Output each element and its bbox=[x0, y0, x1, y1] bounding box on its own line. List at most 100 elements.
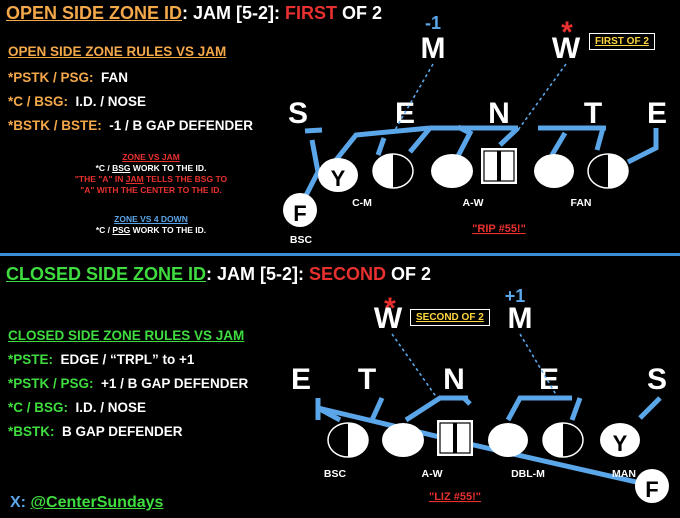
top-block bbox=[375, 137, 387, 156]
top-block bbox=[549, 131, 568, 157]
bottom-center-square bbox=[437, 420, 473, 456]
top-block bbox=[453, 124, 474, 162]
second-of-2-box: SECOND OF 2 bbox=[410, 309, 490, 326]
social-handle-link[interactable]: @CenterSundays bbox=[30, 494, 164, 511]
note-text: TELLS THE BSG TO bbox=[143, 174, 228, 184]
note-text: WORK TO THE ID. bbox=[130, 163, 207, 173]
rule-text: FAN bbox=[101, 70, 129, 85]
bottom-title-order: SECOND bbox=[309, 264, 387, 284]
top-assign-fan: FAN bbox=[571, 197, 592, 209]
top-guard-left bbox=[431, 154, 473, 188]
bottom-y-circle bbox=[600, 423, 640, 457]
zone-vs-jam-note: ZONE VS JAM *C / BSG WORK TO THE ID. "TH… bbox=[26, 152, 276, 196]
bottom-def-n: N bbox=[443, 363, 465, 396]
top-block bbox=[408, 126, 432, 154]
rule-pos: *PSTK / PSG: bbox=[8, 376, 94, 391]
bottom-assign-dblm: DBL-M bbox=[511, 468, 545, 480]
top-def-s: S bbox=[288, 97, 308, 130]
bottom-rules-heading: CLOSED SIDE ZONE RULES VS JAM bbox=[8, 328, 245, 343]
rule-pos: *PSTE: bbox=[8, 352, 54, 367]
top-rules-heading: OPEN SIDE ZONE RULES VS JAM bbox=[8, 44, 227, 59]
bottom-rule-2: *PSTK / PSG: +1 / B GAP DEFENDER bbox=[8, 376, 248, 391]
bottom-tackle-left bbox=[327, 422, 369, 458]
bottom-will-linebacker: W bbox=[374, 302, 403, 335]
top-mike-linebacker: M bbox=[421, 32, 446, 65]
top-fullback-label: F bbox=[293, 201, 306, 226]
top-guard-right bbox=[534, 154, 574, 188]
bottom-def-t: T bbox=[358, 363, 376, 396]
top-assign-cm: C-M bbox=[352, 197, 372, 209]
top-def-e2: E bbox=[647, 97, 667, 130]
rule-pos: *BSTK: bbox=[8, 424, 55, 439]
bottom-mike-linebacker: M bbox=[508, 302, 533, 335]
bottom-assign-man: MAN bbox=[612, 468, 636, 480]
bottom-guard-right bbox=[488, 423, 528, 457]
top-rule-3: *BSTK / BSTE: -1 / B GAP DEFENDER bbox=[8, 118, 253, 133]
bottom-title-front: : JAM [5-2]: bbox=[206, 264, 310, 284]
bottom-tackle-right bbox=[542, 422, 584, 458]
bottom-title-id: CLOSED SIDE ZONE ID bbox=[6, 264, 207, 284]
first-of-2-box: FIRST OF 2 bbox=[589, 33, 655, 50]
top-assign-bsc: BSC bbox=[290, 234, 313, 246]
rule-text: -1 / B GAP DEFENDER bbox=[109, 118, 254, 133]
bottom-title-rest: OF 2 bbox=[386, 264, 432, 284]
bottom-id-star-icon: * bbox=[384, 292, 396, 325]
top-tackle-right bbox=[587, 153, 629, 189]
top-rule-1: *PSTK / PSG: FAN bbox=[8, 70, 128, 85]
top-fullback-circle bbox=[283, 193, 317, 227]
zone-vs-4down-heading: ZONE VS 4 DOWN bbox=[114, 214, 188, 224]
note-text: PSG bbox=[112, 225, 131, 235]
rule-text: B GAP DEFENDER bbox=[62, 424, 183, 439]
bottom-guard-left bbox=[382, 423, 424, 457]
top-title-id: OPEN SIDE ZONE ID bbox=[6, 3, 183, 23]
bottom-block bbox=[638, 396, 662, 420]
top-center-square bbox=[481, 148, 517, 184]
x-logo-label: X: bbox=[10, 494, 26, 511]
bottom-rule-1: *PSTE: EDGE / “TRPL” to +1 bbox=[8, 352, 194, 367]
top-tackle-left bbox=[372, 153, 414, 189]
rule-pos: *C / BSG: bbox=[8, 400, 69, 415]
zone-vs-4down-note: ZONE VS 4 DOWN *C / PSG WORK TO THE ID. bbox=[26, 214, 276, 236]
bottom-read-line bbox=[519, 333, 559, 399]
top-y-label: Y bbox=[331, 166, 346, 191]
bottom-block bbox=[505, 395, 572, 422]
top-diagram: -1 M * W S E N T E F Y bbox=[283, 13, 667, 246]
zone-vs-jam-line-1: *C / BSG WORK TO THE ID. bbox=[26, 163, 276, 174]
note-text: BSG bbox=[112, 163, 131, 173]
rule-text: EDGE / “TRPL” to +1 bbox=[60, 352, 195, 367]
bottom-plus-one-label: +1 bbox=[505, 286, 526, 306]
top-title-front: : JAM [5-2]: bbox=[182, 3, 286, 23]
bottom-assign-bsc: BSC bbox=[324, 468, 347, 480]
top-rule-2: *C / BSG: I.D. / NOSE bbox=[8, 94, 146, 109]
rule-text: I.D. / NOSE bbox=[75, 400, 147, 415]
bottom-block bbox=[569, 397, 583, 421]
top-call-text: "RIP #55!" bbox=[472, 223, 526, 235]
note-text: "THE "A" IN bbox=[74, 174, 126, 184]
rule-text: +1 / B GAP DEFENDER bbox=[101, 376, 249, 391]
bottom-def-e1: E bbox=[291, 363, 311, 396]
bottom-assign-aw: A-W bbox=[422, 468, 443, 480]
top-block bbox=[498, 126, 520, 147]
top-read-line bbox=[517, 63, 567, 131]
bottom-y-label: Y bbox=[613, 431, 628, 456]
bottom-rule-3: *C / BSG: I.D. / NOSE bbox=[8, 400, 146, 415]
bottom-block bbox=[369, 396, 385, 422]
note-text: *C / bbox=[95, 163, 113, 173]
top-block bbox=[626, 128, 659, 165]
top-block bbox=[594, 127, 606, 151]
bottom-title: CLOSED SIDE ZONE ID: JAM [5-2]: SECOND O… bbox=[6, 264, 431, 285]
rule-pos: *PSTK / PSG: bbox=[8, 70, 94, 85]
footer: X: @CenterSundays bbox=[10, 494, 163, 512]
top-id-star-icon: * bbox=[561, 16, 573, 49]
top-title: OPEN SIDE ZONE ID: JAM [5-2]: FIRST OF 2 bbox=[6, 3, 382, 24]
top-read-line bbox=[394, 63, 434, 131]
top-will-linebacker: W bbox=[552, 32, 581, 65]
top-title-rest: OF 2 bbox=[337, 3, 383, 23]
top-def-n: N bbox=[488, 97, 510, 130]
note-text: WORK TO THE ID. bbox=[130, 225, 207, 235]
bottom-block bbox=[462, 396, 472, 406]
note-text: *C / bbox=[95, 225, 113, 235]
section-divider bbox=[0, 253, 680, 256]
top-assign-aw: A-W bbox=[463, 197, 484, 209]
